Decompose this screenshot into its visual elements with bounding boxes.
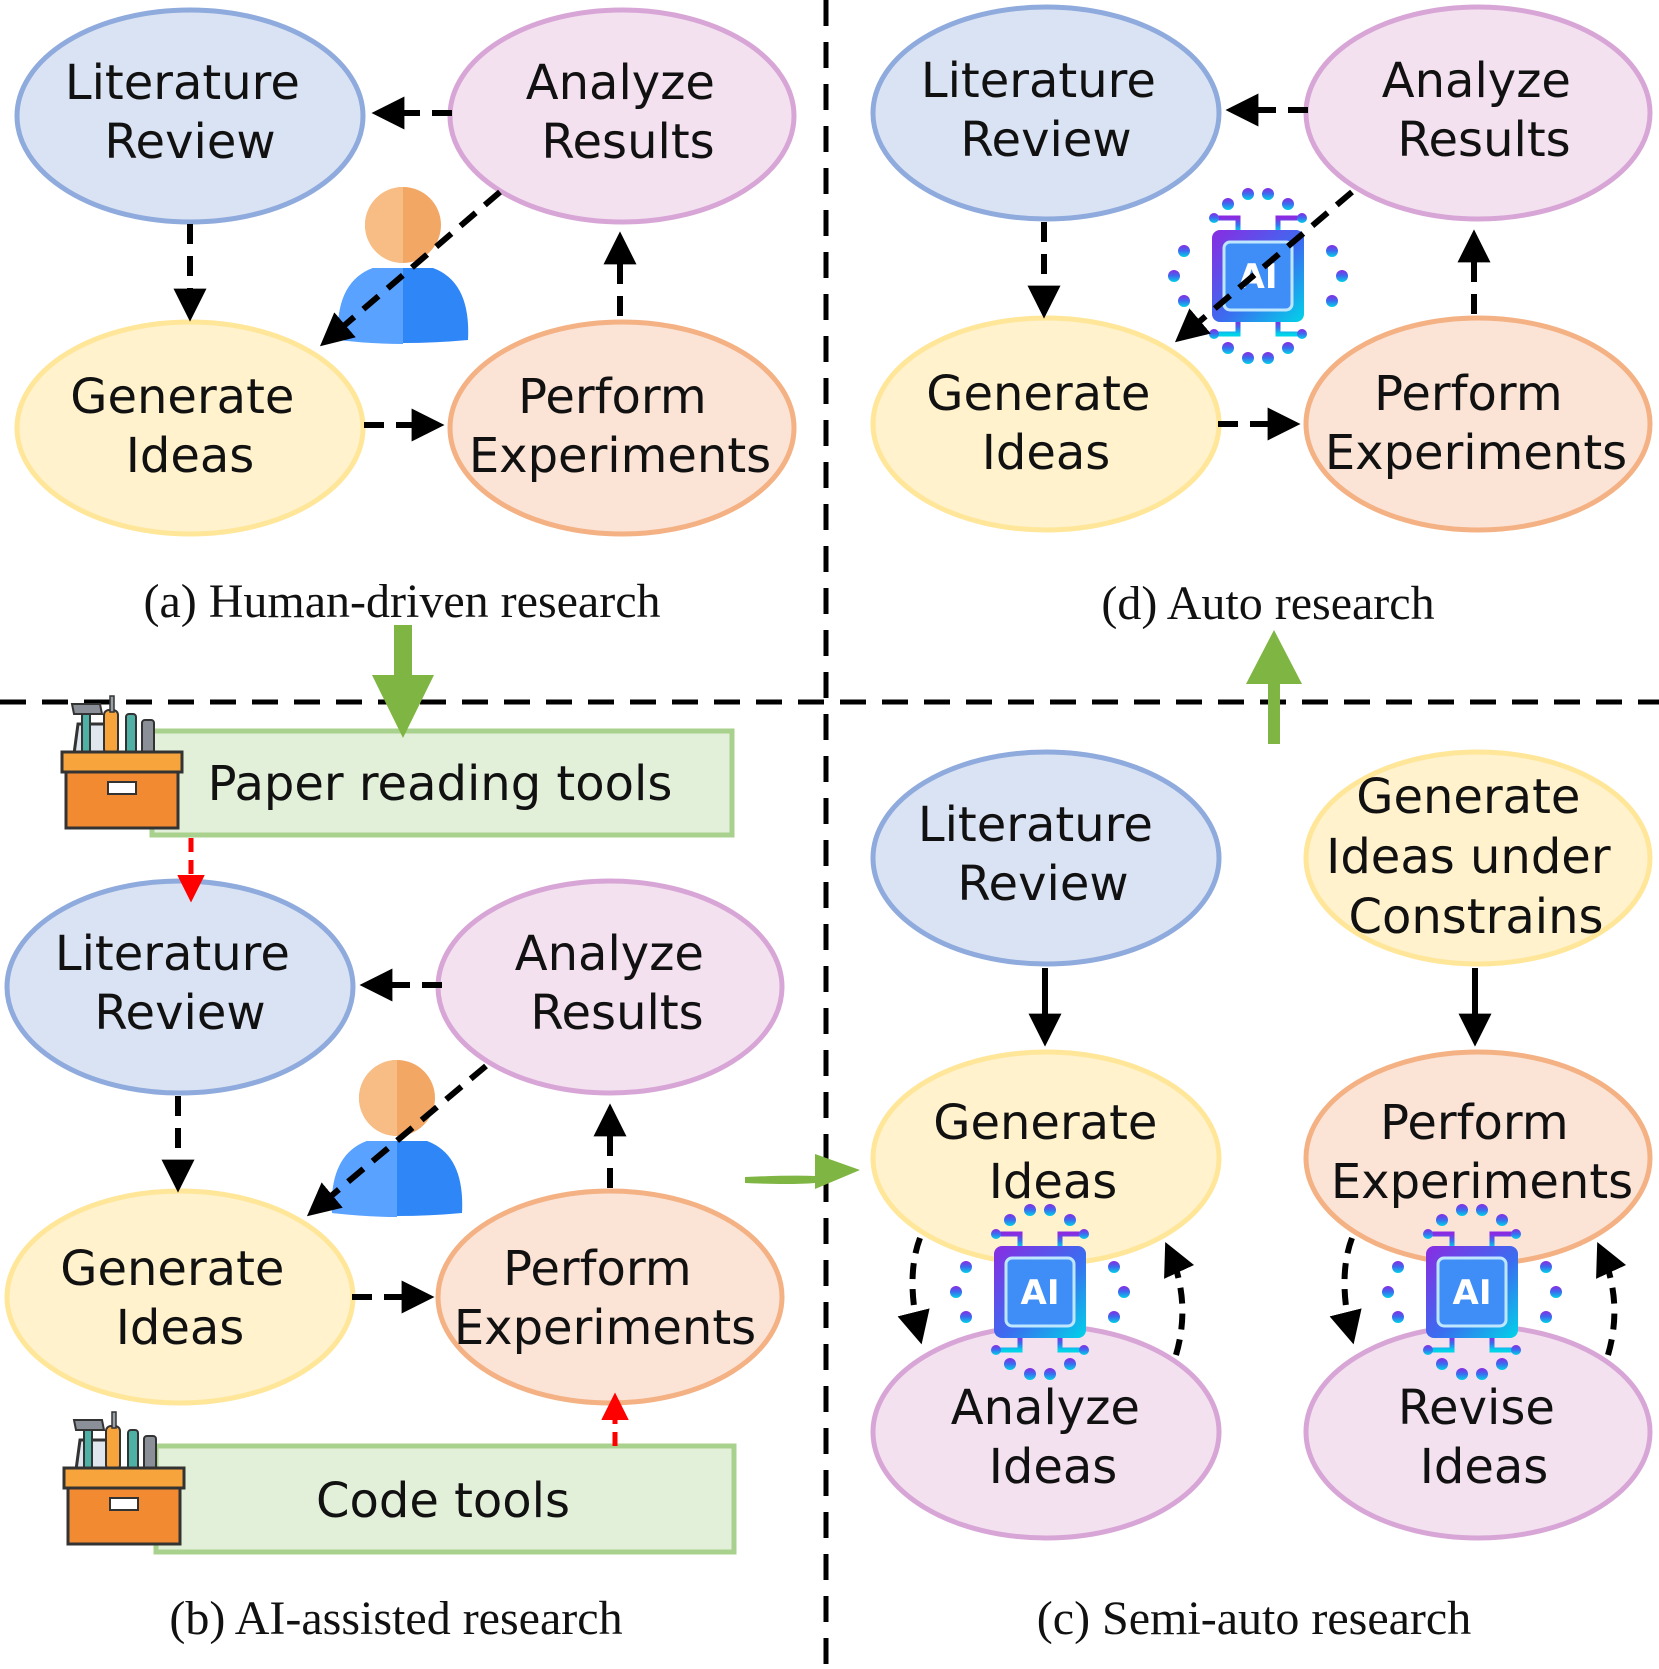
- panel-c-arrow-generate-to-analyze: [897, 1236, 930, 1345]
- panel-c-caption: (c) Semi-auto research: [1037, 1592, 1471, 1645]
- panel-b-generate-ideas-node: [4, 1188, 356, 1406]
- ai-chip-label: AI: [1021, 1273, 1060, 1313]
- paper-reading-tools-box: [149, 728, 735, 838]
- green-arrow-c-to-d: [1246, 630, 1302, 744]
- panel-d-arrow-analyze-to-generate: [1174, 189, 1354, 343]
- paper-reading-tools-label: Paper reading tools: [208, 756, 673, 812]
- panel-a-generate-ideas-node: [14, 319, 366, 537]
- panel-c-generate-ideas-constraints-label: Generate Ideas under Constrains: [1326, 769, 1626, 945]
- panel-c-generate-ideas-label: Generate Ideas: [933, 1095, 1172, 1210]
- panel-d-analyze-results-label: Analyze Results: [1382, 53, 1586, 168]
- panel-a-perform-experiments-label: Perform Experiments: [469, 369, 771, 484]
- panel-a-human-driven: Literature Review Analyze Results Genera…: [14, 7, 797, 628]
- panel-d-perform-experiments-node: [1303, 315, 1653, 533]
- panel-a-generate-ideas-label: Generate Ideas: [70, 369, 309, 484]
- panel-c-arrow-revise-to-perform: [1596, 1242, 1627, 1356]
- panel-c-generate-ideas-constraints-node: [1303, 749, 1653, 967]
- panel-c-analyze-ideas-label: Analyze Ideas: [951, 1380, 1155, 1495]
- panel-d-literature-review-node: [870, 4, 1222, 222]
- panel-d-generate-ideas-label: Generate Ideas: [926, 366, 1165, 481]
- panel-a-arrow-analyze-to-generate: [319, 189, 502, 347]
- panel-b-perform-experiments-node: [435, 1188, 785, 1406]
- panel-c-literature-review-label: Literature Review: [918, 797, 1168, 912]
- panel-c-revise-ideas-label: Revise Ideas: [1398, 1380, 1570, 1495]
- panel-b-ai-assisted: Paper reading tools Literature Review An…: [4, 694, 785, 1645]
- panel-d-generate-ideas-node: [870, 315, 1222, 533]
- panel-d-caption: (d) Auto research: [1101, 577, 1434, 630]
- person-icon: [337, 187, 469, 344]
- panel-d-perform-experiments-label: Perform Experiments: [1325, 366, 1627, 481]
- panel-b-caption: (b) AI-assisted research: [169, 1592, 622, 1645]
- panel-b-arrow-analyze-to-generate: [306, 1063, 488, 1217]
- transition-arrows: [372, 625, 1302, 1189]
- green-arrow-a-to-b: [372, 625, 434, 738]
- panel-b-analyze-results-label: Analyze Results: [515, 926, 719, 1041]
- panel-c-semi-auto: Literature Review Generate Ideas under C…: [870, 749, 1653, 1645]
- toolbox-icon: [60, 694, 184, 830]
- panel-b-literature-review-label: Literature Review: [55, 926, 305, 1041]
- panel-a-literature-review-label: Literature Review: [65, 55, 315, 170]
- toolbox-icon: [62, 1410, 186, 1546]
- code-tools-label: Code tools: [316, 1473, 570, 1529]
- panel-d-auto: Literature Review Analyze Results Genera…: [870, 4, 1653, 630]
- ai-chip-label: AI: [1453, 1273, 1492, 1313]
- panel-a-analyze-results-label: Analyze Results: [526, 55, 730, 170]
- panel-b-perform-experiments-label: Perform Experiments: [454, 1241, 756, 1356]
- panel-a-caption: (a) Human-driven research: [143, 575, 660, 628]
- panel-c-literature-review-node: [870, 749, 1222, 967]
- panel-d-literature-review-label: Literature Review: [921, 53, 1171, 168]
- panel-b-generate-ideas-label: Generate Ideas: [60, 1241, 299, 1356]
- panel-a-literature-review-node: [14, 7, 366, 225]
- panel-c-perform-experiments-label: Perform Experiments: [1331, 1095, 1633, 1210]
- green-arrow-b-to-c: [745, 1154, 860, 1189]
- panel-c-arrow-analyze-to-generate: [1164, 1242, 1195, 1356]
- panel-c-arrow-perform-to-revise: [1329, 1236, 1362, 1345]
- code-tools-box: [153, 1443, 737, 1555]
- panel-a-perform-experiments-node: [447, 319, 797, 537]
